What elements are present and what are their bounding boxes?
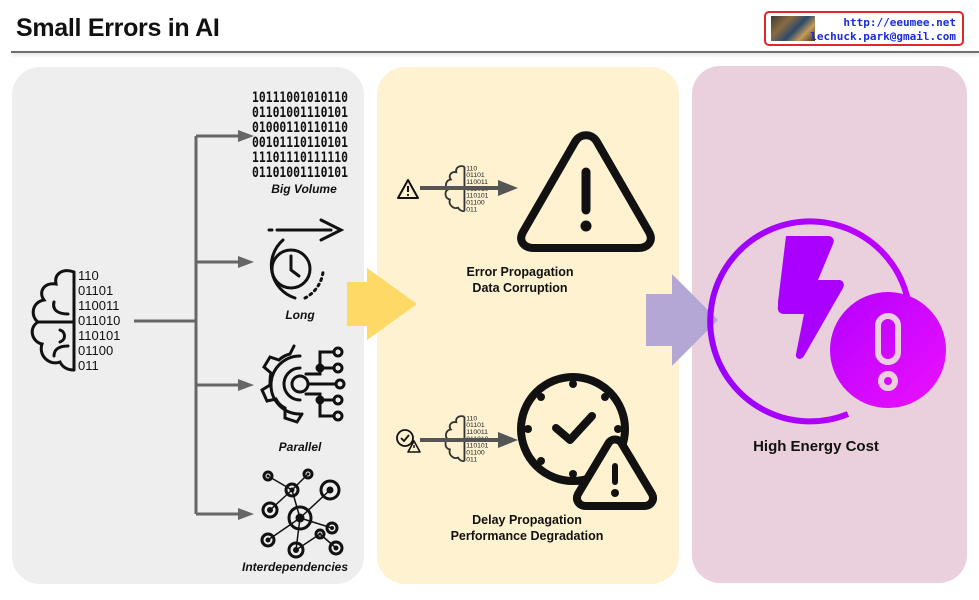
branch-connector	[134, 130, 254, 520]
binary-row: 11101110111110	[252, 150, 348, 166]
binary-line: 011	[466, 456, 477, 463]
binary-row: 01101001110101	[252, 165, 348, 181]
clock-arrow-icon	[267, 218, 345, 300]
result-label: High Energy Cost	[753, 438, 879, 455]
gear-circuit-icon	[260, 344, 346, 424]
causes-panel	[12, 67, 364, 584]
binary-line: 110101	[78, 328, 120, 343]
small-clock-warning-icon	[396, 429, 421, 453]
binary-line: 01100	[466, 449, 485, 456]
binary-line: 011	[466, 206, 477, 213]
binary-line: 110011	[466, 429, 488, 436]
binary-line: 01101	[78, 283, 113, 298]
small-warning-icon	[397, 179, 419, 199]
clock-check-warning-icon	[517, 373, 657, 510]
binary-line: 01101	[466, 422, 485, 429]
binary-grid-icon: 1011100101011001101001110101010001101101…	[252, 90, 348, 181]
binary-row: 01000110110110	[252, 120, 348, 136]
effect-delay-line2: Performance Degradation	[450, 529, 604, 543]
binary-line: 011010	[78, 313, 120, 328]
binary-row: 00101110110101	[252, 135, 348, 151]
cause-label-parallel: Parallel	[278, 440, 322, 454]
binary-line: 110	[78, 268, 99, 283]
cause-label-long: Long	[285, 308, 315, 322]
effect-error-line2: Data Corruption	[472, 281, 568, 295]
binary-row: 10111001010110	[252, 90, 348, 106]
author-email[interactable]: lechuck.park@gmail.com	[810, 30, 956, 43]
page-title: Small Errors in AI	[16, 14, 220, 42]
propagation-arrow-2	[420, 432, 518, 448]
propagation-arrow-1	[420, 180, 518, 196]
title-divider	[11, 51, 979, 53]
warning-triangle-icon	[517, 131, 655, 252]
flow-arrow-purple	[646, 274, 718, 366]
cause-label-big-volume: Big Volume	[271, 182, 337, 196]
effect-error-line1: Error Propagation	[466, 265, 574, 279]
binary-line: 01100	[78, 343, 113, 358]
binary-line: 01100	[466, 199, 485, 206]
author-url[interactable]: http://eeumee.net	[843, 16, 956, 29]
lightning-alert-icon	[707, 218, 946, 425]
network-nodes-icon	[260, 468, 344, 559]
author-thumbnail	[771, 16, 815, 41]
flow-arrow-yellow	[347, 268, 417, 340]
binary-line: 110101	[466, 443, 488, 450]
binary-line: 110011	[78, 298, 119, 313]
binary-line: 110	[466, 165, 477, 172]
binary-row: 01101001110101	[252, 105, 348, 121]
binary-line: 01101	[466, 172, 485, 179]
author-badge: http://eeumee.net lechuck.park@gmail.com	[764, 11, 964, 46]
binary-line: 110011	[466, 179, 488, 186]
cause-label-interdependencies: Interdependencies	[241, 560, 349, 574]
binary-line: 110	[466, 415, 477, 422]
binary-line: 110101	[466, 193, 488, 200]
binary-line: 011	[78, 358, 99, 373]
effect-delay-line1: Delay Propagation	[472, 513, 582, 527]
